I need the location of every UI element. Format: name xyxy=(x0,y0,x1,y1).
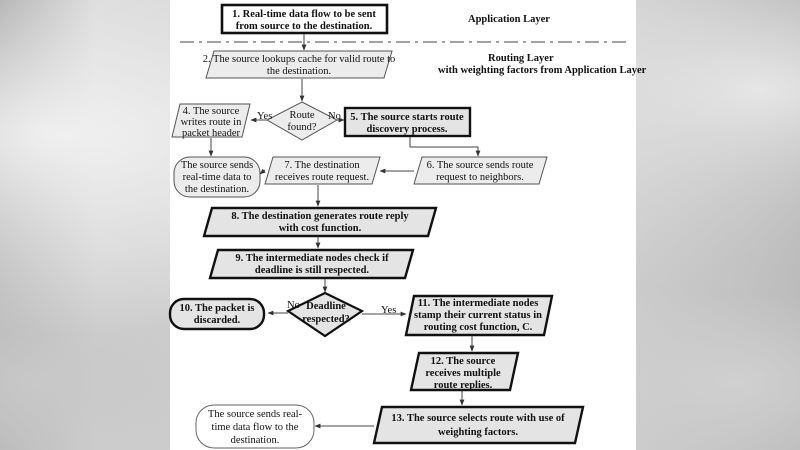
arrow-5-6 xyxy=(409,137,481,157)
step-4-line-1: 4. The source xyxy=(183,106,240,117)
send-b-line-3: destination. xyxy=(231,435,280,446)
send-a-line-2: real-time data to xyxy=(183,172,252,183)
step-12-box: 12. The source receives multiple route r… xyxy=(409,351,520,392)
step-12-line-3: route replies. xyxy=(434,380,493,391)
step-2-line-1: 2. The source lookups cache for valid ro… xyxy=(203,54,396,65)
yes-label-1: Yes xyxy=(257,111,272,122)
step-5-line-1: 5. The source starts route xyxy=(350,112,464,123)
step-9-box: 9. The intermediate nodes check if deadl… xyxy=(208,248,415,280)
send-b-line-2: time data flow to the xyxy=(212,422,299,433)
no-label-1: No xyxy=(328,111,341,122)
deadline-decision: Deadline respected? xyxy=(285,291,365,338)
step-10-terminal: 10. The packet is discarded. xyxy=(168,297,266,331)
step-8-line-2: with cost function. xyxy=(279,223,362,234)
step-7-line-1: 7. The destination xyxy=(284,160,360,171)
step-4-box: 4. The source writes route in packet hea… xyxy=(171,103,251,139)
step-2-box: 2. The source lookups cache for valid ro… xyxy=(203,50,396,79)
no-label-2: No xyxy=(287,300,300,311)
step-5-line-2: discovery process. xyxy=(367,124,448,135)
routing-layer-sublabel: with weighting factors from Application … xyxy=(438,65,647,76)
arrow-7-send xyxy=(259,168,266,175)
step-11-box: 11. The intermediate nodes stamp their c… xyxy=(404,294,554,337)
yes-label-2: Yes xyxy=(381,305,396,316)
step-11-line-3: routing cost function, C. xyxy=(424,322,533,333)
step-1-box: 1. Real-time data flow to be sent from s… xyxy=(220,3,389,35)
step-11-line-2: stamp their current status in xyxy=(414,310,542,321)
step-4-line-3: packet header xyxy=(182,128,241,139)
step-8-line-1: 8. The destination generates route reply xyxy=(231,211,409,222)
step-12-line-2: receives multiple xyxy=(425,368,501,379)
send-a-line-3: the destination. xyxy=(185,184,249,195)
step-13-line-2: weighting factors. xyxy=(438,427,518,438)
step-13-box: 13. The source selects route with use of… xyxy=(372,405,585,445)
step-6-line-1: 6. The source sends route xyxy=(427,160,534,171)
step-4-line-2: writes route in xyxy=(181,117,242,128)
application-layer-label: Application Layer xyxy=(468,14,550,25)
step-10-line-2: discarded. xyxy=(194,315,241,326)
step-6-line-2: request to neighbors. xyxy=(436,172,524,183)
step-11-line-1: 11. The intermediate nodes xyxy=(418,298,539,309)
route-found-decision: Route found? xyxy=(265,101,339,141)
step-13-line-1: 13. The source selects route with use of xyxy=(391,413,565,424)
send-a-line-1: The source sends xyxy=(181,160,253,171)
step-1-line-1: 1. Real-time data flow to be sent xyxy=(232,9,376,20)
step-5-box: 5. The source starts route discovery pro… xyxy=(343,106,472,138)
step-6-box: 6. The source sends route request to nei… xyxy=(413,156,548,185)
step-9-line-2: deadline is still respected. xyxy=(255,265,370,276)
deadline-line-1: Deadline xyxy=(306,301,346,312)
step-10-line-1: 10. The packet is xyxy=(179,303,254,314)
send-b-line-1: The source sends real- xyxy=(208,409,303,420)
step-7-line-2: receives route request. xyxy=(275,172,369,183)
deadline-line-2: respected? xyxy=(302,314,350,325)
send-data-terminal-bottom: The source sends real- time data flow to… xyxy=(195,404,315,449)
step-8-box: 8. The destination generates route reply… xyxy=(202,206,438,238)
routing-layer-label: Routing Layer xyxy=(488,53,554,64)
send-data-terminal-top: The source sends real-time data to the d… xyxy=(173,156,261,198)
step-12-line-1: 12. The source xyxy=(431,356,496,367)
step-2-line-2: the destination. xyxy=(267,66,331,77)
step-7-box: 7. The destination receives route reques… xyxy=(264,156,381,185)
route-found-line-1: Route xyxy=(289,110,314,121)
step-9-line-1: 9. The intermediate nodes check if xyxy=(235,253,389,264)
route-found-line-2: found? xyxy=(287,122,316,133)
step-1-line-2: from source to the destination. xyxy=(236,21,373,32)
